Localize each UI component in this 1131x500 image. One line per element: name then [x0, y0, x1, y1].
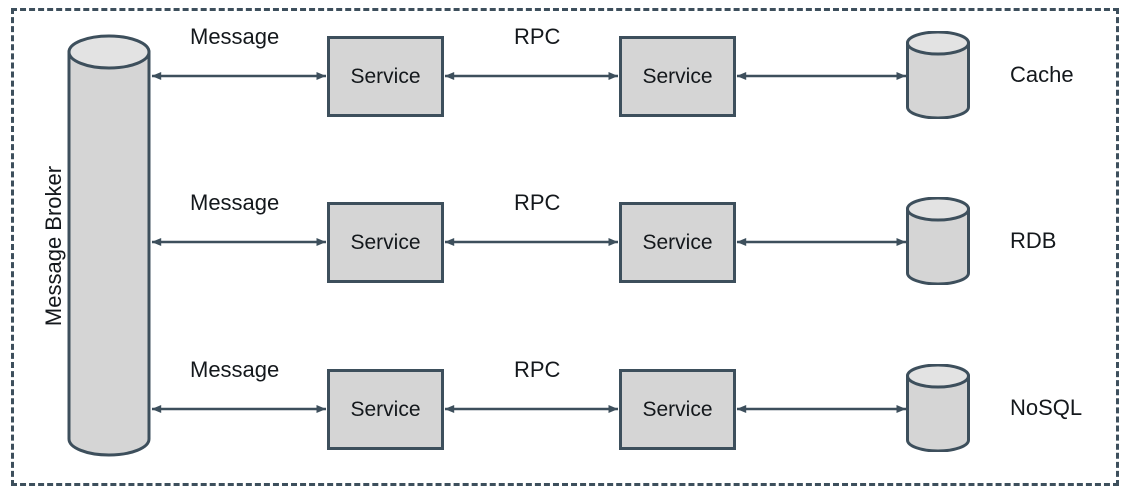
service-box-row3-a[interactable]: Service	[327, 369, 444, 450]
store-label-nosql: NoSQL	[1010, 395, 1083, 420]
store-label-rdb: RDB	[1010, 228, 1057, 253]
system-boundary	[11, 8, 1119, 486]
service-label: Service	[642, 231, 713, 254]
service-box-row2-a[interactable]: Service	[327, 202, 444, 283]
edge-label-rpc-row2: RPC	[514, 190, 561, 215]
service-box-row1-a[interactable]: Service	[327, 36, 444, 117]
edge-label-message-row1: Message	[190, 24, 280, 49]
edge-label-rpc-row3: RPC	[514, 357, 561, 382]
message-broker-label: Message Broker	[41, 165, 66, 327]
cache-store-cylinder[interactable]	[905, 31, 971, 119]
service-box-row2-b[interactable]: Service	[619, 202, 736, 283]
edge-label-rpc-row1: RPC	[514, 24, 561, 49]
store-label-cache: Cache	[1010, 62, 1074, 87]
edge-label-message-row3: Message	[190, 357, 280, 382]
service-box-row1-b[interactable]: Service	[619, 36, 736, 117]
service-label: Service	[642, 398, 713, 421]
service-label: Service	[350, 65, 421, 88]
service-label: Service	[642, 65, 713, 88]
edge-label-message-row2: Message	[190, 190, 280, 215]
nosql-store-cylinder[interactable]	[905, 364, 971, 452]
service-label: Service	[350, 231, 421, 254]
rdb-store-cylinder[interactable]	[905, 197, 971, 285]
service-label: Service	[350, 398, 421, 421]
service-box-row3-b[interactable]: Service	[619, 369, 736, 450]
message-broker-cylinder[interactable]	[66, 34, 152, 457]
